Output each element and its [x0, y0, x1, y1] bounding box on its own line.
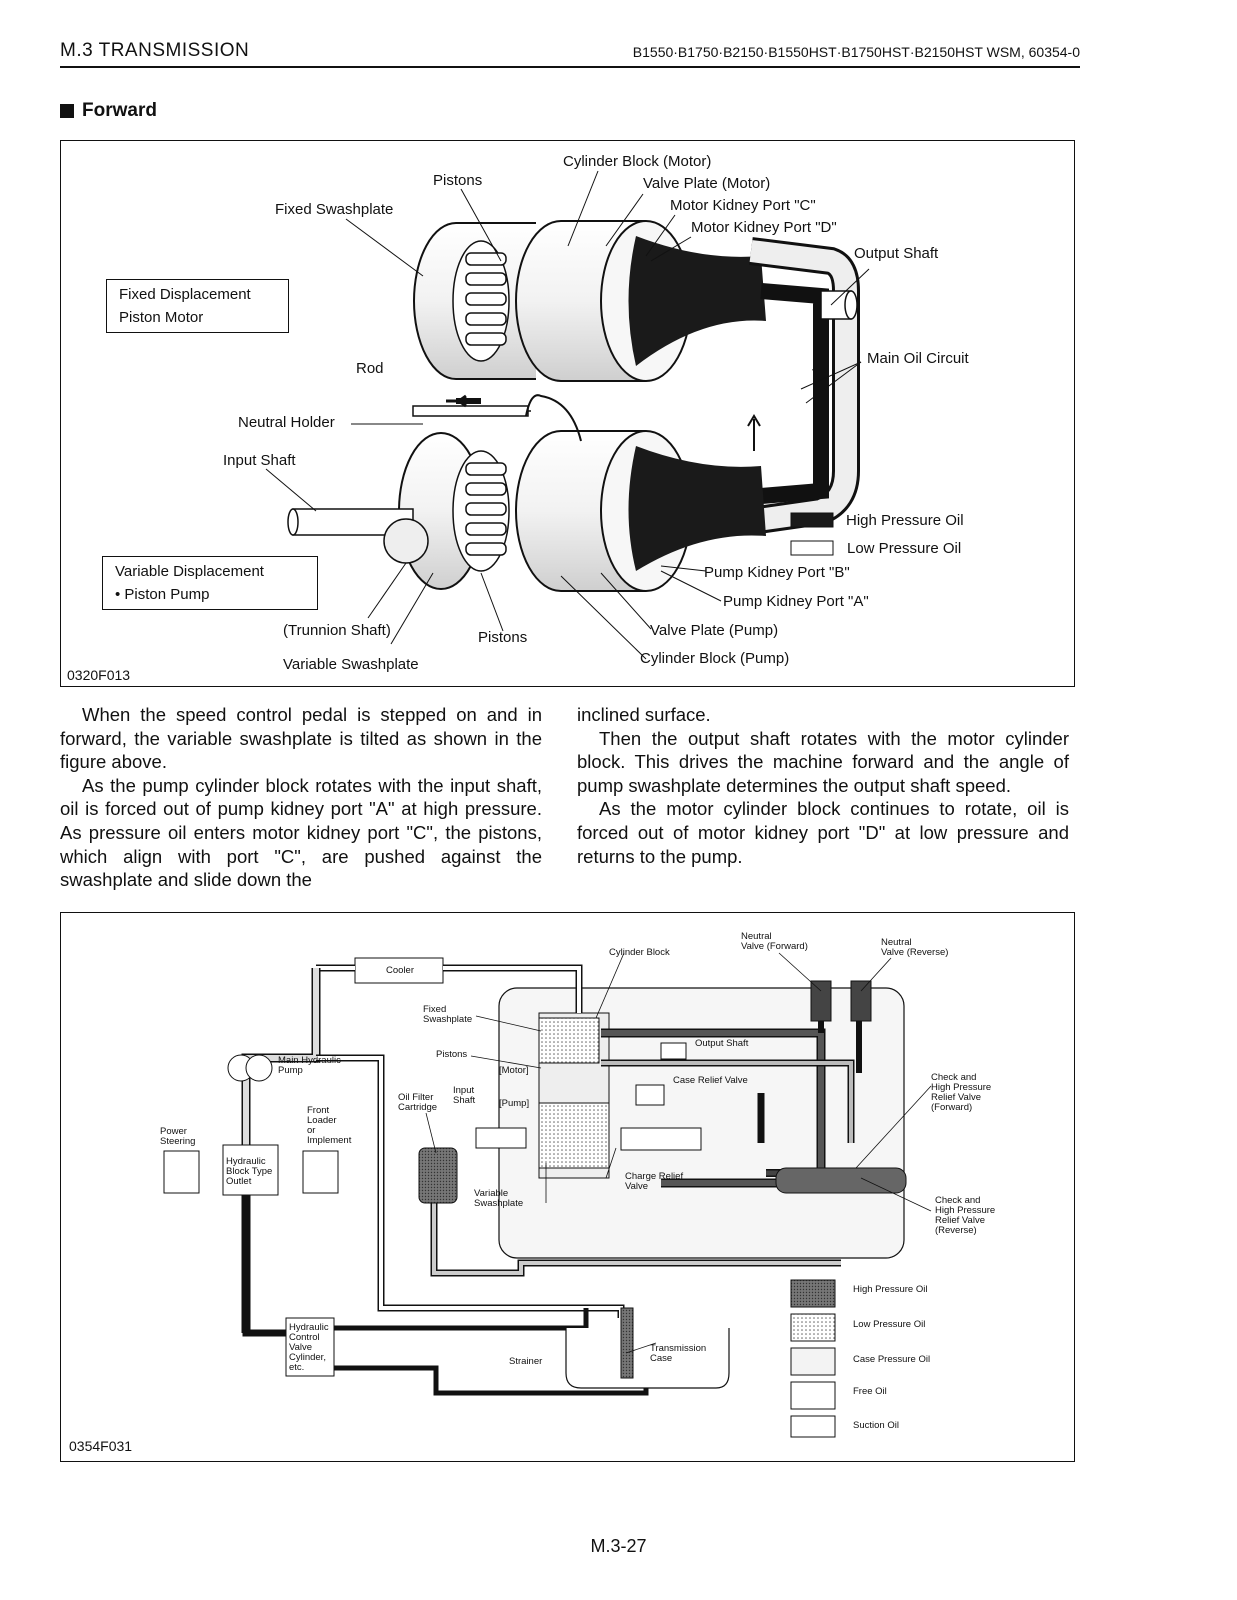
label-cooler: Cooler: [386, 965, 414, 976]
label-transmission-case: Transmission Case: [650, 1343, 707, 1364]
box-variable-displacement: Variable Displacement • Piston Pump: [102, 556, 318, 610]
label-output-shaft: Output Shaft: [854, 245, 939, 262]
label-variable-swashplate: Variable Swashplate: [283, 656, 419, 673]
label-fixed-swashplate: Fixed Swashplate: [423, 1004, 473, 1025]
hst-diagram-drawing: [265, 170, 870, 660]
label-main-hydraulic-pump: Main Hydraulic Pump: [278, 1055, 341, 1076]
body-column-right: inclined surface. Then the output shaft …: [577, 703, 1069, 868]
label-neutral-valve-forward: Neutral Valve (Forward): [741, 931, 808, 952]
label-pistons-bottom: Pistons: [478, 629, 528, 646]
label-fixed-swashplate: Fixed Swashplate: [275, 201, 394, 218]
figure-code: 0354F031: [69, 1438, 133, 1454]
label-pump-port-b: Pump Kidney Port "B": [704, 564, 850, 581]
box-variable-line2: • Piston Pump: [115, 586, 210, 603]
label-charge-relief-valve: Charge Relief Valve: [625, 1171, 684, 1192]
label-hydraulic-control-valve: Hydraulic Control Valve Cylinder, etc.: [289, 1322, 329, 1373]
label-check-valve-reverse: Check and High Pressure Relief Valve (Re…: [935, 1195, 996, 1236]
legend-suction-oil: Suction Oil: [853, 1420, 899, 1431]
label-neutral-holder: Neutral Holder: [238, 414, 335, 431]
page-number: M.3-27: [590, 1536, 647, 1556]
header-rule: [60, 66, 1080, 68]
label-main-oil-circuit: Main Oil Circuit: [867, 350, 969, 367]
legend-high-pressure: High Pressure Oil: [846, 512, 964, 529]
hydraulic-circuit-drawing: [163, 952, 932, 1438]
label-valve-plate-pump: Valve Plate (Pump): [650, 622, 779, 639]
label-input-shaft: Input Shaft: [453, 1085, 476, 1106]
label-pistons: Pistons: [436, 1049, 468, 1060]
bullet-square-icon: [60, 104, 74, 118]
section-header: M.3 TRANSMISSION: [60, 40, 250, 61]
label-front-loader: Front Loader or Implement: [307, 1105, 352, 1146]
box-fixed-line1: Fixed Displacement: [119, 286, 251, 303]
box-fixed-displacement: Fixed Displacement Piston Motor: [106, 279, 289, 333]
label-output-shaft: Output Shaft: [695, 1038, 749, 1049]
label-trunnion-shaft: (Trunnion Shaft): [283, 622, 391, 639]
label-cylinder-block-pump: Cylinder Block (Pump): [640, 650, 790, 667]
figure-code: 0320F013: [67, 667, 131, 683]
label-hydraulic-block: Hydraulic Block Type Outlet: [226, 1156, 273, 1187]
label-power-steering: Power Steering: [160, 1126, 196, 1147]
label-rod: Rod: [356, 360, 384, 377]
label-check-valve-forward: Check and High Pressure Relief Valve (Fo…: [931, 1072, 992, 1113]
paragraph: As the motor cylinder block continues to…: [577, 798, 1069, 867]
label-pump-port-a: Pump Kidney Port "A": [723, 593, 869, 610]
section-title: Forward: [60, 100, 157, 122]
label-input-shaft: Input Shaft: [223, 452, 296, 469]
paragraph: As the pump cylinder block rotates with …: [60, 774, 542, 891]
label-pistons-top: Pistons: [433, 172, 483, 189]
paragraph: When the speed control pedal is stepped …: [60, 704, 542, 773]
label-motor-port-c: Motor Kidney Port "C": [670, 197, 816, 214]
label-oil-filter: Oil Filter Cartridge: [398, 1092, 438, 1113]
label-neutral-valve-reverse: Neutral Valve (Reverse): [881, 937, 949, 958]
box-variable-line1: Variable Displacement: [115, 563, 264, 580]
label-cylinder-block-motor: Cylinder Block (Motor): [563, 153, 712, 170]
label-motor: [Motor]: [499, 1065, 529, 1076]
label-case-relief-valve: Case Relief Valve: [673, 1075, 748, 1086]
legend-case-pressure-oil: Case Pressure Oil: [853, 1354, 931, 1365]
figure-hst-forward: Cylinder Block (Motor) Pistons Valve Pla…: [60, 140, 1075, 687]
box-fixed-line2: Piston Motor: [119, 309, 204, 326]
body-column-left: When the speed control pedal is stepped …: [60, 703, 542, 892]
legend-low-pressure-oil: Low Pressure Oil: [853, 1319, 926, 1330]
legend-free-oil: Free Oil: [853, 1386, 887, 1397]
paragraph: inclined surface.: [577, 704, 711, 725]
paragraph: Then the output shaft rotates with the m…: [577, 727, 1069, 796]
legend-high-pressure-oil: High Pressure Oil: [853, 1284, 928, 1295]
section-title-text: Forward: [82, 100, 157, 121]
label-strainer: Strainer: [509, 1356, 543, 1367]
label-valve-plate-motor: Valve Plate (Motor): [643, 175, 771, 192]
label-variable-swashplate: Variable Swashplate: [474, 1188, 524, 1209]
figure-hydraulic-circuit: Cooler Cylinder Block Neutral Valve (For…: [60, 912, 1075, 1462]
label-pump: [Pump]: [499, 1098, 530, 1109]
label-motor-port-d: Motor Kidney Port "D": [691, 219, 837, 236]
label-cylinder-block: Cylinder Block: [609, 947, 670, 958]
legend-low-pressure: Low Pressure Oil: [847, 540, 962, 557]
model-list: B1550·B1750·B2150·B1550HST·B1750HST·B215…: [632, 44, 1080, 60]
